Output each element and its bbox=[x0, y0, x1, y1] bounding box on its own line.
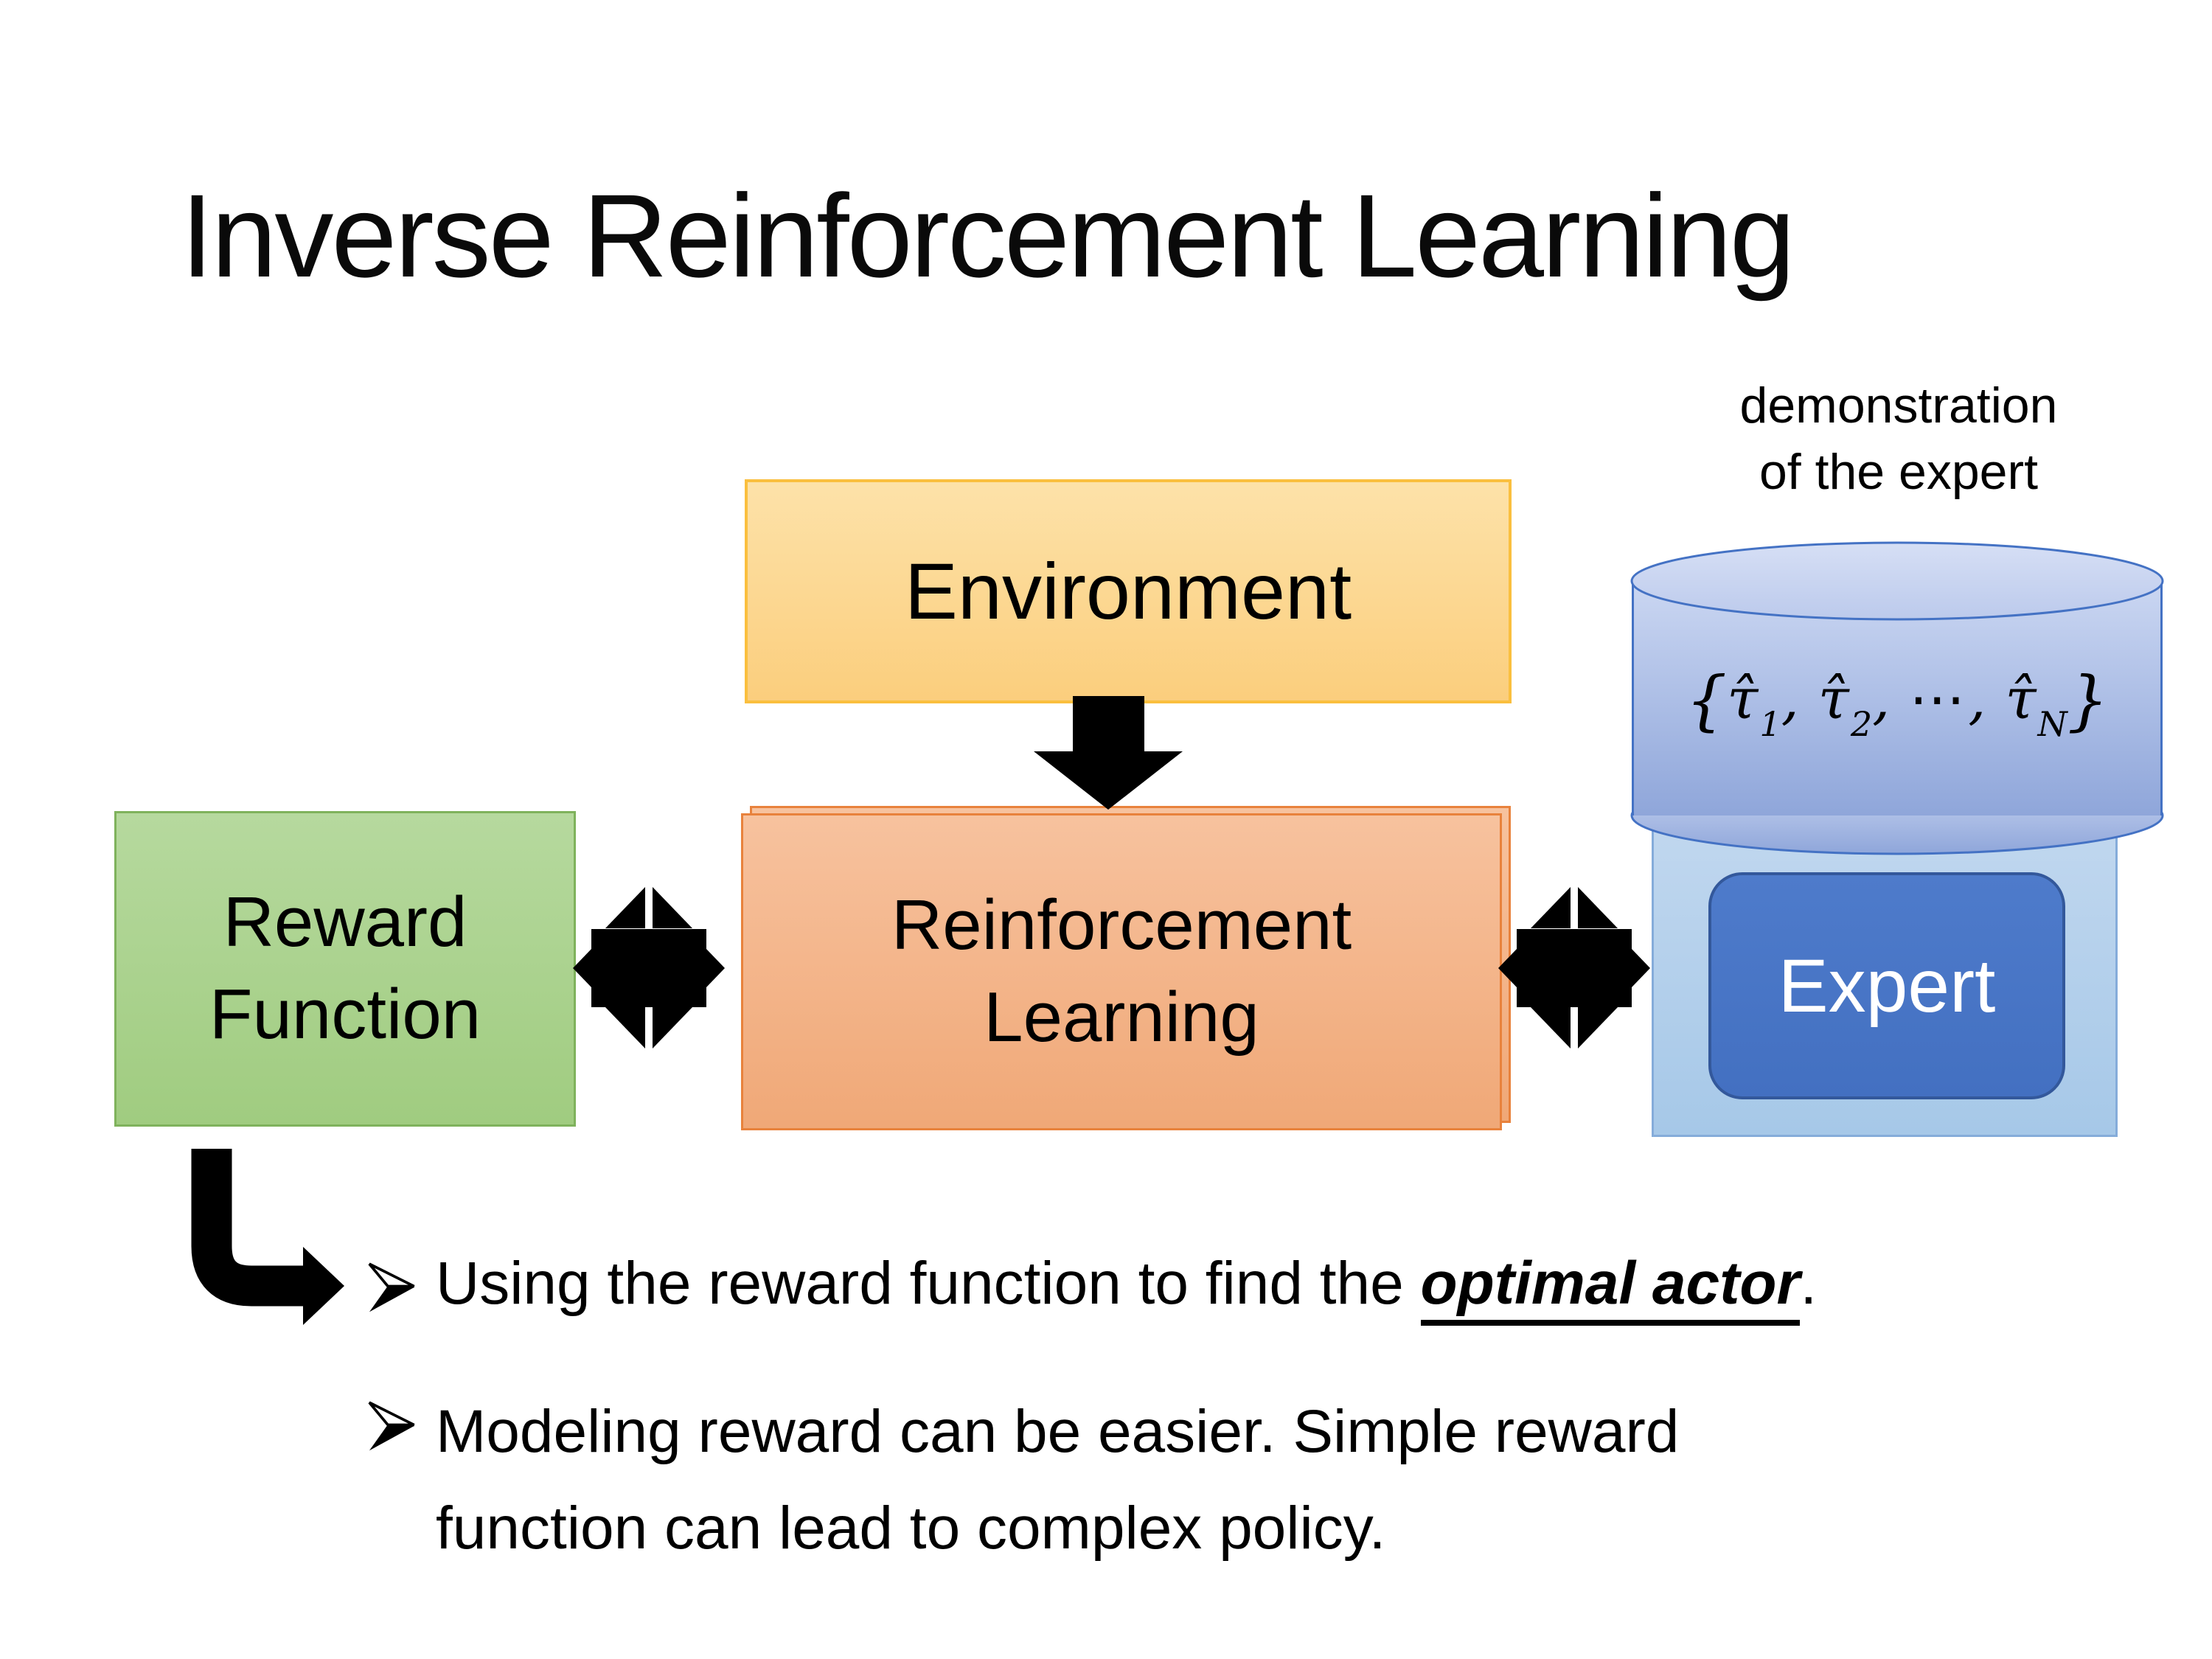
environment-box: Environment bbox=[745, 479, 1512, 703]
demonstration-label-line1: demonstration bbox=[1739, 378, 2058, 434]
bullet-text-1: Using the reward function to find the op… bbox=[436, 1245, 2212, 1326]
down-arrow-icon bbox=[1034, 696, 1183, 810]
slide-title: Inverse Reinforcement Learning bbox=[181, 170, 1795, 302]
reward-function-label: Reward Function bbox=[209, 883, 481, 1054]
reinforcement-learning-label: Reinforcement Learning bbox=[891, 886, 1352, 1057]
formula-comma1: , bbox=[1781, 666, 1799, 731]
formula-dots: ⋯ bbox=[1909, 666, 1966, 731]
bullet-1-emphasis: optimal actor bbox=[1420, 1250, 1801, 1326]
formula-tau3: τ̂ bbox=[2005, 666, 2037, 731]
formula-tau2: τ̂ bbox=[1818, 666, 1849, 731]
environment-label: Environment bbox=[904, 546, 1352, 636]
formula-close-brace: } bbox=[2067, 662, 2109, 738]
formula-open-brace: { bbox=[1686, 662, 1728, 738]
formula-comma3: , bbox=[1968, 666, 1986, 731]
formula-subN: N bbox=[2037, 704, 2067, 744]
formula-sub2: 2 bbox=[1850, 704, 1873, 744]
bullet-1-suffix: . bbox=[1800, 1250, 1818, 1317]
formula-tau1: τ̂ bbox=[1727, 666, 1759, 731]
elbow-arrow-icon bbox=[191, 1149, 344, 1325]
demonstration-cylinder-icon bbox=[1630, 541, 2164, 855]
arrow-bullet-icon bbox=[368, 1262, 415, 1312]
demonstration-label-line2: of the expert bbox=[1759, 444, 2039, 501]
expert-label: Expert bbox=[1778, 943, 1996, 1028]
reward-function-box: Reward Function bbox=[114, 811, 576, 1127]
bullet-text-2: Modeling reward can be easier. Simple re… bbox=[436, 1398, 1680, 1562]
exchange-arrow-left-icon bbox=[573, 887, 725, 1048]
expert-box: Expert bbox=[1708, 872, 2065, 1099]
trajectory-set-formula: {τ̂1,τ̂2,⋯,τ̂N} bbox=[1630, 662, 2165, 744]
formula-sub1: 1 bbox=[1759, 704, 1781, 744]
reinforcement-learning-box: Reinforcement Learning bbox=[741, 813, 1502, 1130]
arrow-bullet-icon bbox=[368, 1401, 415, 1451]
exchange-arrow-right-icon bbox=[1498, 887, 1650, 1048]
bullet-item-2: Modeling reward can be easier. Simple re… bbox=[365, 1383, 1837, 1576]
demonstration-label: demonstration of the expert bbox=[1633, 372, 2164, 506]
bullet-item-1: Using the reward function to find the op… bbox=[365, 1245, 2212, 1326]
bullet-1-prefix: Using the reward function to find the bbox=[436, 1250, 1421, 1317]
formula-comma2: , bbox=[1872, 666, 1891, 731]
